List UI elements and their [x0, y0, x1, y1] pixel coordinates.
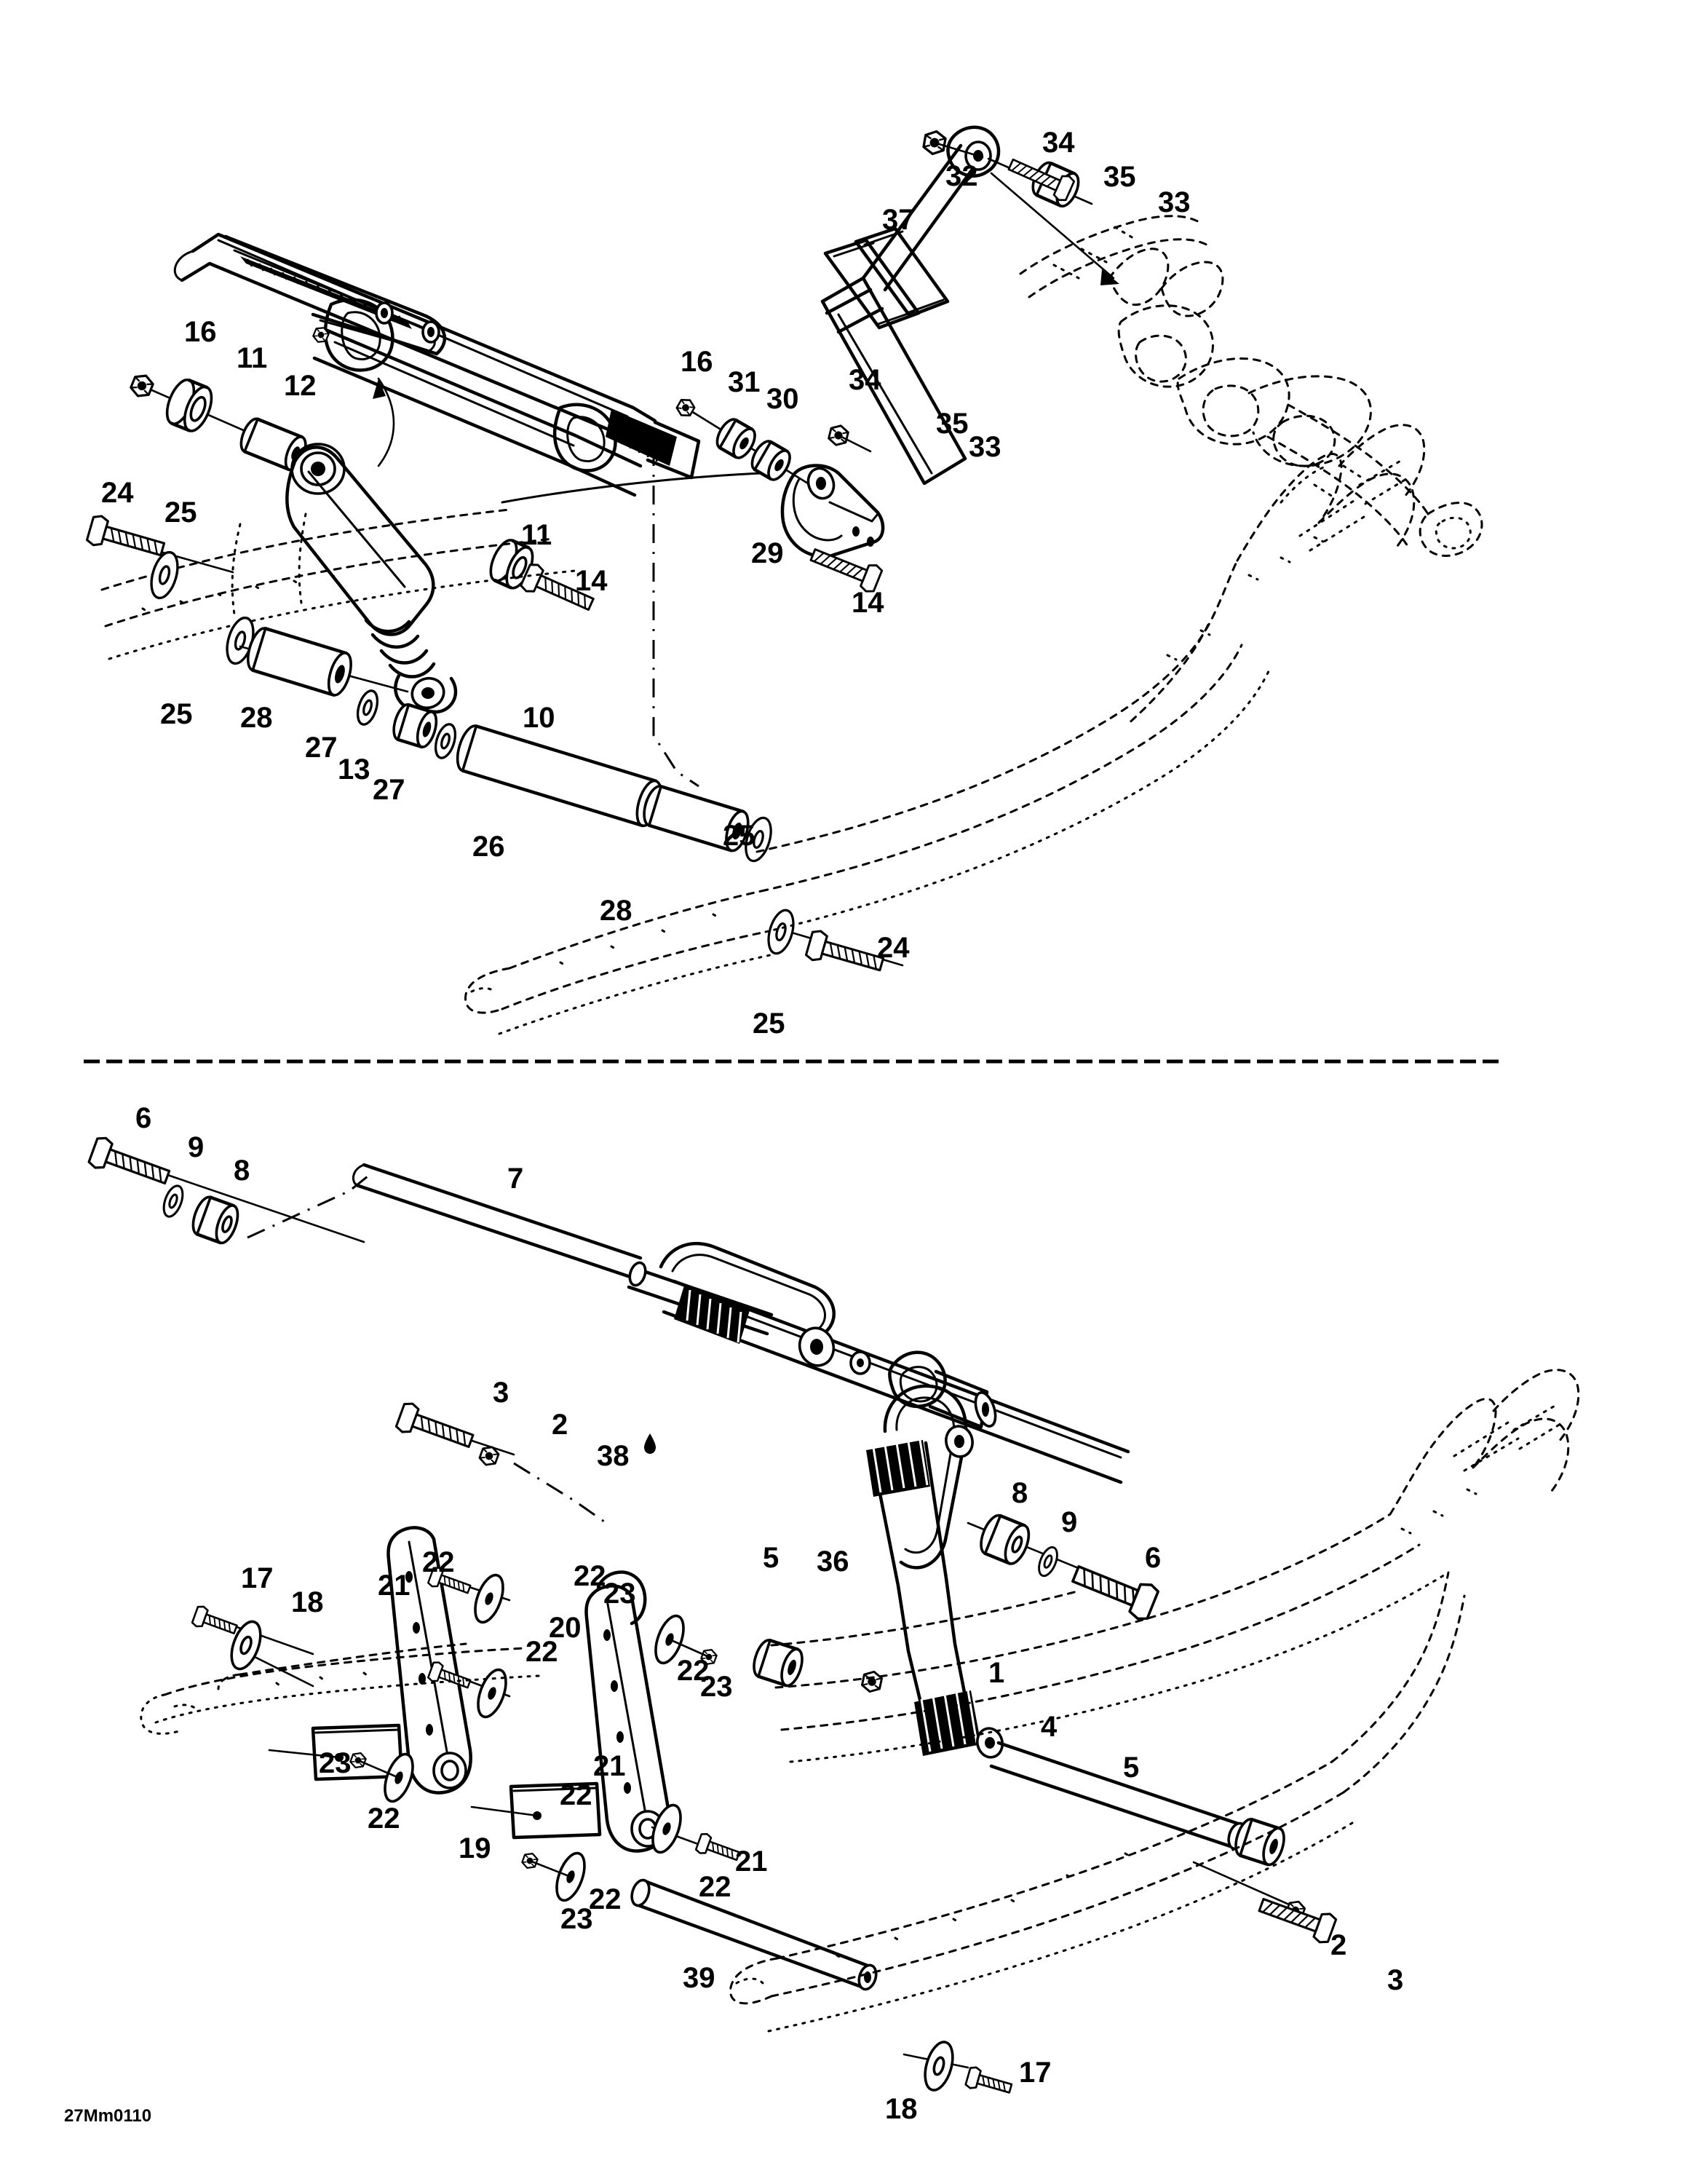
upper-left-bolt-stack: [84, 513, 234, 603]
callout-38: 38: [597, 1440, 630, 1472]
callout-22: 22: [525, 1636, 558, 1668]
lower-cross-shaft-39: [630, 1878, 878, 1991]
callout-34: 34: [1042, 127, 1075, 159]
callout-23: 23: [319, 1747, 352, 1779]
callout-10: 10: [523, 702, 555, 734]
upper-bushing-stack: [239, 627, 777, 866]
callout-20: 20: [549, 1612, 582, 1644]
lower-bottom-18-17: [903, 2041, 1015, 2100]
lower-cross-shaft-4: [753, 1639, 1285, 1867]
callout-23: 23: [603, 1578, 636, 1610]
lower-left-hardware: [86, 1134, 372, 1245]
callout-21: 21: [378, 1570, 410, 1602]
lower-right-2-3: [1192, 1861, 1338, 1946]
callout-16: 16: [681, 346, 713, 378]
callout-12: 12: [284, 370, 317, 402]
callout-22: 22: [677, 1655, 710, 1687]
callout-22: 22: [699, 1871, 731, 1903]
callout-24: 24: [877, 932, 910, 964]
callout-25: 25: [723, 820, 755, 852]
callout-22: 22: [422, 1546, 455, 1578]
lower-left-bolt-3-2: [394, 1400, 605, 1523]
callout-21: 21: [593, 1750, 626, 1782]
callout-22: 22: [560, 1779, 592, 1811]
callout-3: 3: [1387, 1964, 1404, 1996]
callout-9: 9: [1061, 1506, 1078, 1538]
callout-35: 35: [936, 408, 969, 440]
callout-36: 36: [817, 1546, 849, 1578]
callout-16: 16: [184, 316, 217, 348]
lower-left-17-18: [190, 1604, 314, 1688]
callout-18: 18: [291, 1586, 324, 1618]
plate-hardware-sets: [348, 1564, 742, 1902]
callout-6: 6: [1145, 1542, 1162, 1574]
callout-34: 34: [849, 364, 881, 396]
upper-left-rail-phantom: [100, 508, 576, 660]
callout-33: 33: [1158, 186, 1191, 218]
callout-35: 35: [1103, 161, 1136, 193]
callout-24: 24: [101, 477, 134, 509]
callout-22: 22: [574, 1560, 606, 1592]
callout-22: 22: [589, 1883, 622, 1915]
callout-18: 18: [885, 2093, 918, 2125]
callout-17: 17: [1019, 2057, 1052, 2089]
upper-right-rail-phantom: [464, 424, 1426, 1035]
callout-27: 27: [373, 774, 405, 806]
callout-3: 3: [493, 1377, 509, 1409]
callout-21: 21: [735, 1845, 768, 1878]
callout-8: 8: [1012, 1477, 1028, 1509]
callout-25: 25: [753, 1008, 785, 1040]
drawing-code: 27Mm0110: [64, 2106, 152, 2126]
callout-28: 28: [600, 895, 632, 927]
callout-8: 8: [234, 1155, 250, 1187]
callout-5: 5: [1123, 1752, 1140, 1784]
callout-33: 33: [969, 431, 1001, 463]
callout-29: 29: [751, 537, 784, 569]
callout-17: 17: [241, 1562, 274, 1594]
upper-right-bolt-stack: [763, 906, 904, 980]
lower-front-arm: [659, 1241, 1130, 1759]
callout-14: 14: [852, 587, 884, 619]
callout-23: 23: [700, 1671, 733, 1703]
callout-22: 22: [368, 1803, 400, 1835]
lower-right-8-9-6: [967, 1514, 1159, 1621]
upper-left-hardware: [127, 371, 346, 495]
callout-11: 11: [237, 342, 268, 374]
callout-25: 25: [164, 496, 197, 529]
callout-37: 37: [882, 204, 915, 236]
callout-2: 2: [1330, 1929, 1347, 1961]
lower-left-rail-phantom: [140, 1642, 540, 1735]
rear-suspension-arm: [173, 232, 701, 497]
lower-right-rail-phantom: [729, 1369, 1580, 2033]
callout-30: 30: [766, 383, 799, 415]
callout-4: 4: [1041, 1711, 1058, 1743]
linkage-plate-right: [470, 1570, 670, 1853]
linkage-plate-left: [268, 1526, 472, 1795]
callout-14: 14: [575, 565, 608, 597]
callout-32: 32: [945, 160, 978, 192]
front-shock-assembly: [820, 125, 1483, 557]
oil-drop-icon: [644, 1433, 656, 1454]
limiter-strap-hardware: [673, 395, 885, 596]
callout-39: 39: [683, 1962, 715, 1994]
callout-26: 26: [472, 831, 505, 863]
callout-13: 13: [338, 753, 370, 786]
callout-1: 1: [988, 1657, 1005, 1689]
callout-23: 23: [560, 1903, 593, 1935]
callout-7: 7: [507, 1163, 524, 1195]
callout-6: 6: [135, 1102, 152, 1134]
callout-19: 19: [459, 1832, 491, 1864]
callout-25: 25: [160, 698, 193, 730]
callout-27: 27: [305, 732, 338, 764]
callout-28: 28: [240, 702, 273, 734]
callout-5: 5: [763, 1542, 779, 1574]
callout-11: 11: [521, 519, 552, 551]
callout-2: 2: [552, 1409, 568, 1441]
callout-31: 31: [728, 366, 761, 398]
callout-9: 9: [188, 1131, 205, 1163]
